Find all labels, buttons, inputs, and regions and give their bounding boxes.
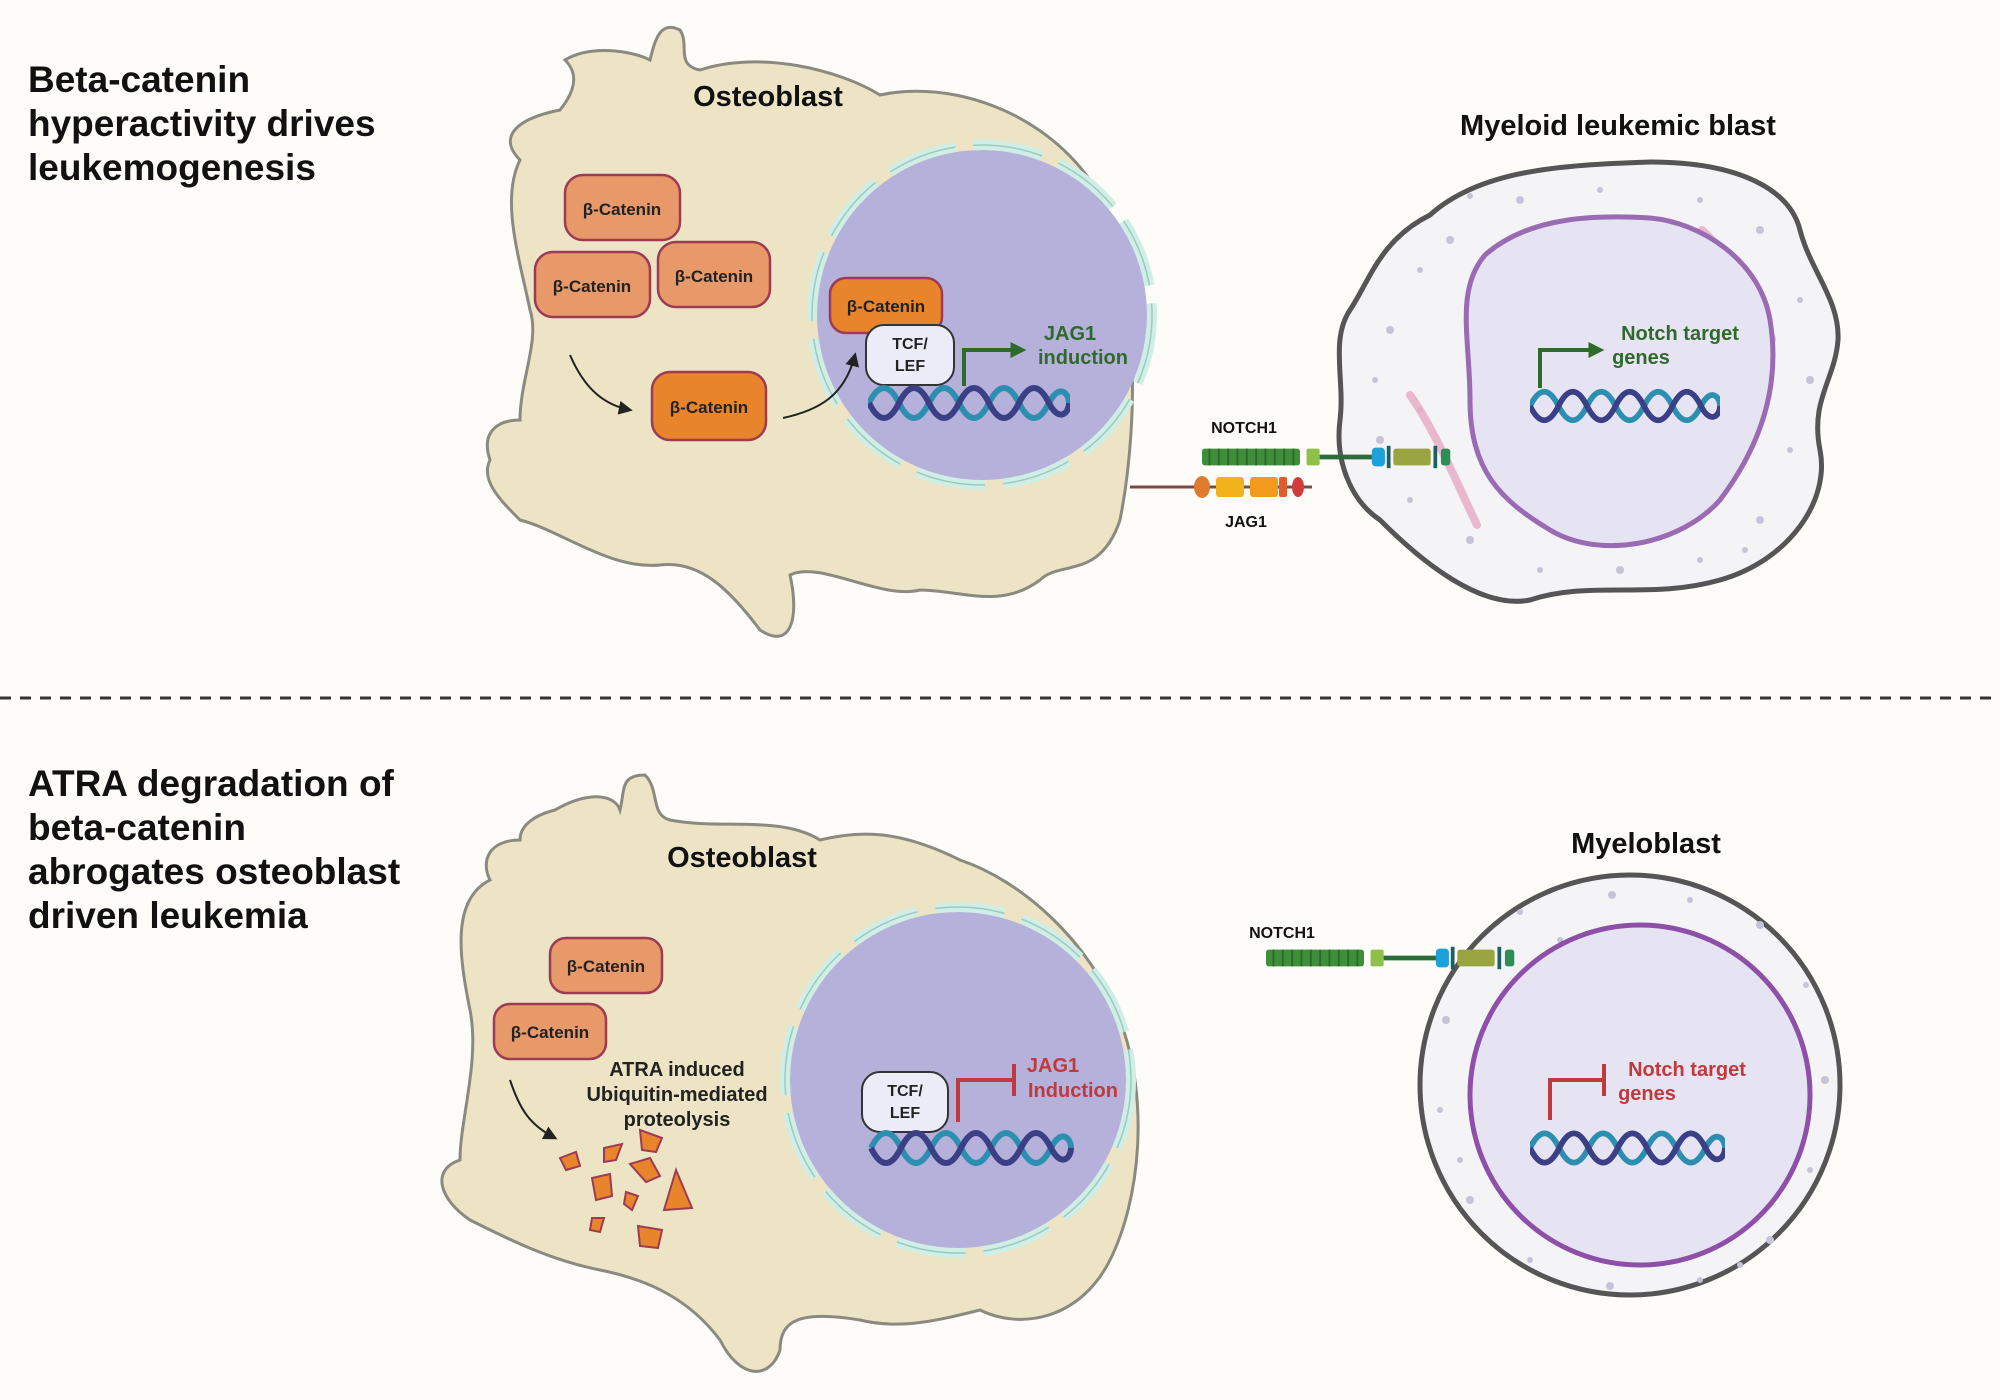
bottom-atra-line-3: proteolysis [624, 1109, 731, 1131]
top-tcf-lef-line-1: TCF/ [892, 336, 928, 353]
top-notch-activation-arrow [1538, 342, 1605, 388]
top-beta-catenin-3: β-Catenin [656, 240, 772, 309]
top-nuclear-import-arrow [782, 352, 860, 419]
top-beta-catenin-1: β-Catenin [563, 173, 682, 242]
top-beta-catenin-1-label: β-Catenin [583, 200, 661, 219]
top-notch-target-line-2: genes [1612, 347, 1670, 369]
bottom-beta-catenin-2-label: β-Catenin [511, 1023, 589, 1042]
top-jag1-activation-arrow [962, 342, 1027, 386]
top-beta-catenin-nuclear-label: β-Catenin [847, 297, 925, 316]
bottom-atra-line-2: Ubiquitin-mediated [586, 1084, 767, 1106]
top-beta-catenin-2: β-Catenin [533, 250, 652, 319]
top-notch1-label: NOTCH1 [1211, 420, 1277, 437]
top-jag1-label: JAG1 [1225, 514, 1267, 531]
bottom-catenin-fragments [558, 1128, 694, 1250]
bottom-beta-catenin-1: β-Catenin [548, 936, 664, 995]
top-beta-catenin-active: β-Catenin [650, 370, 768, 442]
bottom-notch1-label: NOTCH1 [1249, 925, 1315, 942]
bottom-title-line-4: driven leukemia [28, 895, 308, 936]
bottom-beta-catenin-1-label: β-Catenin [567, 957, 645, 976]
top-jag1-ligand [1130, 476, 1312, 498]
top-blast-nucleus [1463, 214, 1776, 549]
bottom-myeloblast-nucleus [1467, 922, 1813, 1268]
bottom-jag1-induction-line-2: Induction [1028, 1080, 1118, 1102]
bottom-notch1-receptor [1266, 947, 1514, 969]
top-title-line-1: Beta-catenin [28, 59, 251, 100]
bottom-title-line-2: beta-catenin [28, 807, 246, 848]
bottom-jag1-inhibition-bar [956, 1064, 1016, 1122]
bottom-notch-target-line-2: genes [1618, 1083, 1676, 1105]
bottom-tcf-lef-line-2: LEF [890, 1105, 920, 1122]
bottom-notch-target-line-1: Notch target [1628, 1059, 1746, 1081]
bottom-beta-catenin-2: β-Catenin [492, 1002, 608, 1061]
top-osteoblast-label: Osteoblast [693, 81, 843, 113]
top-panel-title: Beta-catenin hyperactivity drives leukem… [28, 58, 376, 190]
top-tcf-lef: TCF/ LEF [865, 324, 955, 386]
top-jag1-induction-line-2: induction [1038, 347, 1128, 369]
top-title-line-2: hyperactivity drives [28, 103, 376, 144]
top-notch-target-line-1: Notch target [1621, 323, 1739, 345]
bottom-title-line-1: ATRA degradation of [28, 763, 394, 804]
bottom-atra-line-1: ATRA induced [609, 1059, 745, 1081]
bottom-jag1-induction-line-1: JAG1 [1027, 1055, 1079, 1077]
bottom-tcf-lef-line-1: TCF/ [887, 1083, 923, 1100]
bottom-osteoblast-label: Osteoblast [667, 842, 817, 874]
top-beta-catenin-nuclear: β-Catenin [828, 276, 944, 335]
top-title-line-3: leukemogenesis [28, 147, 316, 188]
bottom-blast-label: Myeloblast [1571, 828, 1721, 860]
top-tcf-lef-line-2: LEF [895, 358, 925, 375]
top-beta-catenin-2-label: β-Catenin [553, 277, 631, 296]
bottom-panel-title: ATRA degradation of beta-catenin abrogat… [28, 762, 400, 938]
bottom-title-line-3: abrogates osteoblast [28, 851, 401, 892]
top-activation-arrow [569, 354, 633, 415]
top-beta-catenin-3-label: β-Catenin [675, 267, 753, 286]
top-blast-label: Myeloid leukemic blast [1460, 110, 1776, 142]
bottom-notch-inhibition-bar [1548, 1064, 1606, 1120]
top-notch1-receptor [1202, 446, 1450, 468]
top-jag1-induction-line-1: JAG1 [1044, 323, 1096, 345]
bottom-degradation-arrow [509, 1079, 558, 1140]
bottom-tcf-lef: TCF/ LEF [861, 1071, 949, 1133]
top-beta-catenin-active-label: β-Catenin [670, 398, 748, 417]
